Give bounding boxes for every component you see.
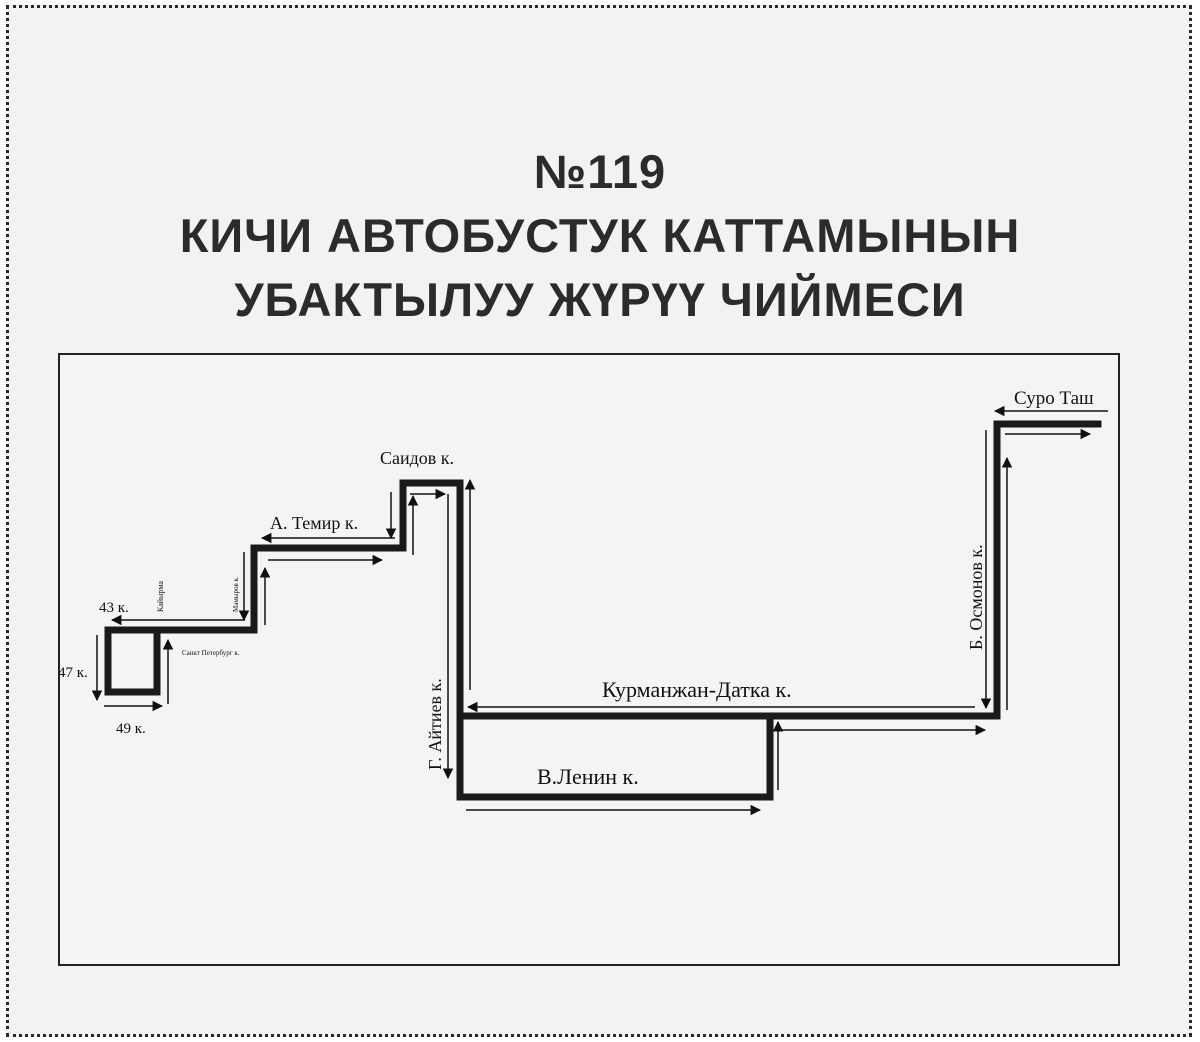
title-line-1: КИЧИ АВТОБУСТУК КАТТАМЫНЫН — [179, 209, 1021, 262]
title-line-2: УБАКТЫЛУУ ЖҮРҮҮ ЧИЙМЕСИ — [234, 273, 966, 326]
label-osmonov: Б. Осмонов к. — [966, 544, 986, 650]
label-aitiev: Г. Айтиев к. — [425, 678, 445, 770]
route-number: №119 — [533, 145, 667, 198]
route-loop — [104, 626, 161, 696]
poster-title: №119 КИЧИ АВТОБУСТУК КАТТАМЫНЫН УБАКТЫЛУ… — [0, 140, 1200, 332]
label-kurmanjan: Курманжан-Датка к. — [602, 677, 792, 702]
label-sankt-peterburg: Санкт Петербург к. — [182, 649, 240, 657]
label-mamyrov: Мамыров к. — [232, 576, 240, 612]
route-lenin — [456, 712, 774, 801]
route-kurmanjan — [456, 420, 1102, 720]
label-saidov: Саидов к. — [380, 448, 454, 468]
label-a-temir: А. Темир к. — [270, 513, 358, 533]
label-kaiyrma: Кайырма — [156, 581, 165, 612]
route-path — [104, 420, 1102, 801]
label-43: 43 к. — [99, 600, 129, 616]
label-lenin: В.Ленин к. — [537, 764, 639, 789]
route-map-frame — [58, 353, 1120, 966]
label-47: 47 к. — [58, 665, 88, 681]
label-49: 49 к. — [116, 721, 146, 737]
route-main-west — [153, 479, 464, 720]
direction-arrows — [91, 405, 1108, 816]
label-suro-tash: Суро Таш — [1014, 388, 1094, 409]
